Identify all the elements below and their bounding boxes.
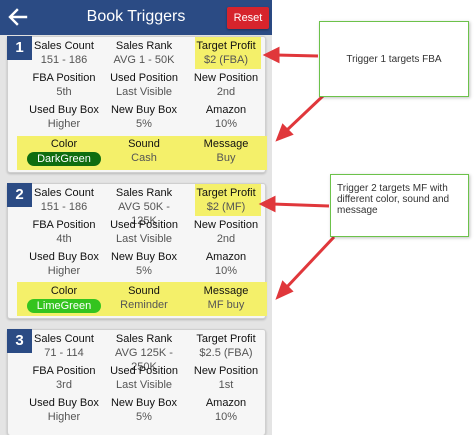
app-bar: Book Triggers Reset [0,0,272,35]
target-profit-cell: Target Profit$2 (FBA) [196,40,256,66]
target-profit-cell: Target Profit$2 (MF) [196,187,256,213]
callout-trigger-2: Trigger 2 targets MF with different colo… [330,174,469,237]
arrow-head-4 [275,280,294,300]
arrow-to-target-profit-2 [271,202,330,208]
arrow-head-2 [275,123,294,142]
page-title: Book Triggers [86,8,186,25]
target-profit-highlight [195,37,261,69]
reset-button[interactable]: Reset [227,7,269,29]
back-arrow-icon[interactable] [6,5,28,29]
callout-trigger-1: Trigger 1 targets FBA [319,21,469,97]
trigger-number-badge: 1 [7,36,32,60]
trigger-number-badge: 3 [7,329,32,353]
target-profit-cell: Target Profit$2.5 (FBA) [196,333,256,359]
target-profit-highlight [195,184,261,216]
arrow-to-alert-row-2 [284,235,336,290]
arrow-to-target-profit-1 [275,53,319,58]
color-pill: LimeGreen [26,299,102,313]
color-pill: DarkGreen [27,152,101,166]
arrow-to-alert-row-1 [284,93,326,133]
trigger-number-badge: 2 [7,183,32,207]
